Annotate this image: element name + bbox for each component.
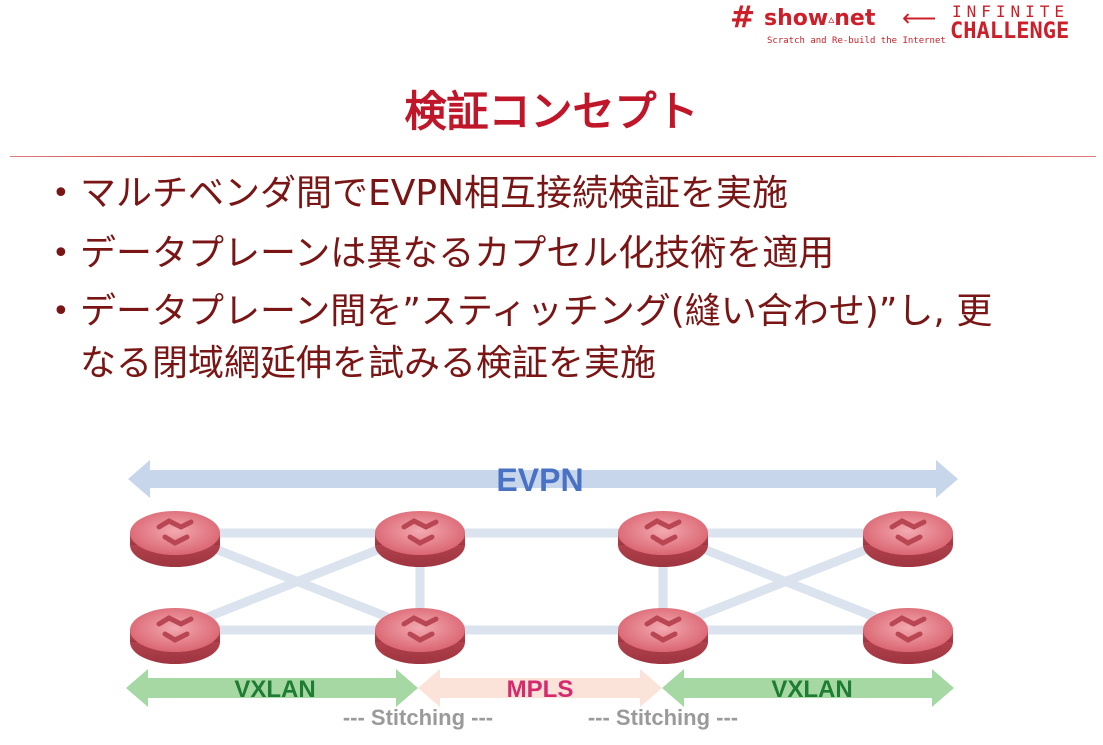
- logo-return-arrow-icon: ⟵: [902, 4, 937, 32]
- router-icon: [618, 608, 708, 664]
- router-icon: [375, 608, 465, 664]
- network-diagram: EVPN: [126, 460, 958, 730]
- mpls-arrow: [418, 669, 662, 707]
- vxlan-left-arrow: [126, 669, 418, 707]
- router-icon: [863, 608, 953, 664]
- logo-wordmark: show▵net: [764, 6, 875, 31]
- mpls-label: MPLS: [507, 676, 574, 703]
- bullet-text: データプレーンは異なるカプセル化技術を適用: [80, 233, 835, 274]
- bullet-marker: •: [52, 236, 70, 271]
- vxlan-right-label: VXLAN: [771, 676, 852, 703]
- logo-hash: #: [730, 0, 756, 35]
- vxlan-right-arrow: [662, 669, 954, 707]
- shownet-logo: # show▵net ⟵ Scratch and Re-build the In…: [730, 0, 1100, 48]
- slide-title: 検証コンセプト: [404, 87, 699, 136]
- evpn-label: EVPN: [496, 462, 583, 498]
- vxlan-left-label: VXLAN: [234, 676, 315, 703]
- logo-challenge: CHALLENGE: [950, 19, 1070, 44]
- evpn-arrow: [128, 460, 958, 498]
- stitching-left-label: --- Stitching ---: [343, 705, 493, 730]
- bullet-item: • データプレーン間を”スティッチング(縫い合わせ)”し, 更なる閉域網延伸を試…: [52, 286, 1052, 390]
- router-icon: [863, 511, 953, 567]
- router-icon: [618, 511, 708, 567]
- bullet-list: • マルチベンダ間でEVPN相互接続検証を実施 • データプレーンは異なるカプセ…: [52, 166, 1052, 394]
- stitching-right-label: --- Stitching ---: [588, 705, 738, 730]
- bullet-marker: •: [52, 176, 70, 211]
- bullet-item: • データプレーンは異なるカプセル化技術を適用: [52, 226, 1052, 282]
- logo-show: show: [764, 6, 829, 31]
- logo-net: net: [834, 6, 876, 31]
- bullet-text: マルチベンダ間でEVPN相互接続検証を実施: [80, 173, 789, 214]
- router-icon: [375, 511, 465, 567]
- bullet-item: • マルチベンダ間でEVPN相互接続検証を実施: [52, 166, 1052, 222]
- logo-subtitle: Scratch and Re-build the Internet: [767, 36, 946, 46]
- logo-infinite: INFINITE: [952, 2, 1070, 21]
- router-icon: [130, 608, 220, 664]
- logo-dot: ▵: [828, 12, 835, 26]
- network-links: [173, 528, 910, 635]
- router-icon: [130, 511, 220, 567]
- bullet-text: データプレーン間を”スティッチング(縫い合わせ)”し, 更なる閉域網延伸を試みる…: [80, 291, 993, 384]
- bullet-marker: •: [52, 294, 70, 329]
- title-divider: [10, 156, 1096, 157]
